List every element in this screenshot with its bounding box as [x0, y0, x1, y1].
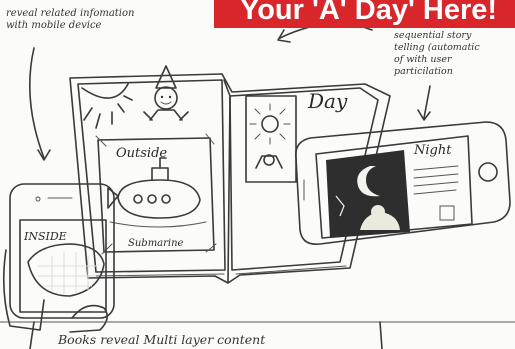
outside-label: Outside: [116, 146, 167, 161]
note-right-line: telling (automatic: [394, 42, 480, 54]
sun-corner-icon: [82, 84, 132, 128]
inside-label: INSIDE: [23, 230, 67, 243]
night-label: Night: [413, 143, 452, 158]
note-right-line: particilation: [394, 66, 480, 78]
note-right-line: sequential story: [394, 30, 480, 42]
note-left-line: with mobile device: [6, 20, 134, 32]
day-window-icon: [246, 96, 296, 182]
submarine-interior: [28, 244, 104, 296]
caption-left-border: [30, 322, 34, 349]
submarine-icon: [108, 158, 206, 227]
caption-text: Books reveal Multi layer content: [58, 332, 265, 347]
note-sequential-story: sequential story telling (automatic of w…: [394, 30, 480, 78]
title-banner: Your 'A' Day' Here!: [214, 0, 515, 28]
arrow-left-down: [30, 48, 44, 158]
note-reveal-info: reveal related infomation with mobile de…: [6, 8, 134, 32]
note-left-line: reveal related infomation: [6, 8, 134, 20]
phone-left: [4, 184, 114, 332]
note-right-line: of with user: [394, 54, 480, 66]
caption-right-border: [380, 322, 382, 349]
day-label: Day: [307, 89, 348, 113]
submarine-label: Submarine: [128, 238, 184, 249]
arrowhead-left: [38, 150, 50, 160]
banner-title: Your 'A' Day' Here!: [240, 0, 497, 26]
phone-home-button: [479, 163, 497, 181]
phone-right: [296, 122, 510, 244]
child-figure-icon: [144, 66, 188, 120]
